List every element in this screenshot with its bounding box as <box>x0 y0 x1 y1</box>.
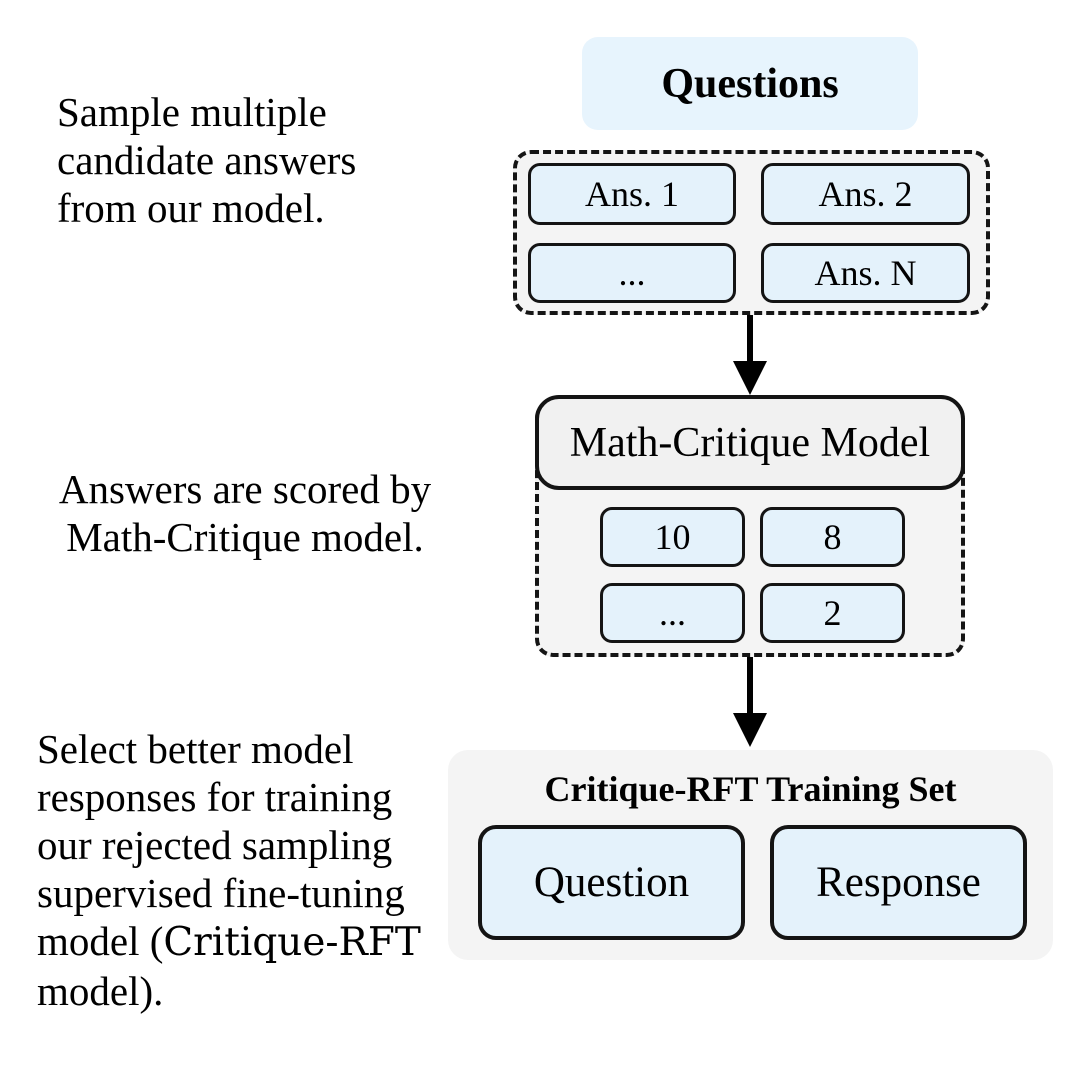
score-box-2: 2 <box>760 583 905 643</box>
note-line: candidate answers <box>57 137 357 183</box>
training-set-title: Critique-RFT Training Set <box>544 769 957 809</box>
note-line: from our model. <box>57 185 325 231</box>
note-line: Answers are scored by <box>58 466 432 512</box>
note-line: Select better model <box>37 726 354 772</box>
note-sample-answers: Sample multiple candidate answers from o… <box>57 88 417 232</box>
note-scored-by-critic: Answers are scored by Math-Critique mode… <box>25 465 465 561</box>
note-select-responses: Select better model responses for traini… <box>37 725 487 1015</box>
note-line: model (Critique-RFT <box>37 918 421 965</box>
note-line: supervised fine-tuning <box>37 870 405 916</box>
note-line: our rejected sampling <box>37 822 393 868</box>
arrow-down-icon <box>747 657 753 715</box>
answer-box-ellipsis: ... <box>528 243 736 303</box>
training-response-box: Response <box>770 825 1027 940</box>
note-line: model). <box>37 968 164 1014</box>
answer-box-n: Ans. N <box>761 243 970 303</box>
note-line: Sample multiple <box>57 89 327 135</box>
note-line: Math-Critique model. <box>66 514 424 560</box>
score-box-10: 10 <box>600 507 745 567</box>
score-box-ellipsis: ... <box>600 583 745 643</box>
questions-header: Questions <box>582 37 918 130</box>
note-line: responses for training <box>37 774 393 820</box>
answer-box-2: Ans. 2 <box>761 163 970 225</box>
arrow-down-icon <box>747 315 753 363</box>
score-box-8: 8 <box>760 507 905 567</box>
model-name-critique-rft: Critique-RFT <box>163 920 421 965</box>
arrow-down-icon <box>733 713 767 747</box>
math-critique-model-box: Math-Critique Model <box>535 395 965 490</box>
training-question-box: Question <box>478 825 745 940</box>
arrow-down-icon <box>733 361 767 395</box>
answer-box-1: Ans. 1 <box>528 163 736 225</box>
